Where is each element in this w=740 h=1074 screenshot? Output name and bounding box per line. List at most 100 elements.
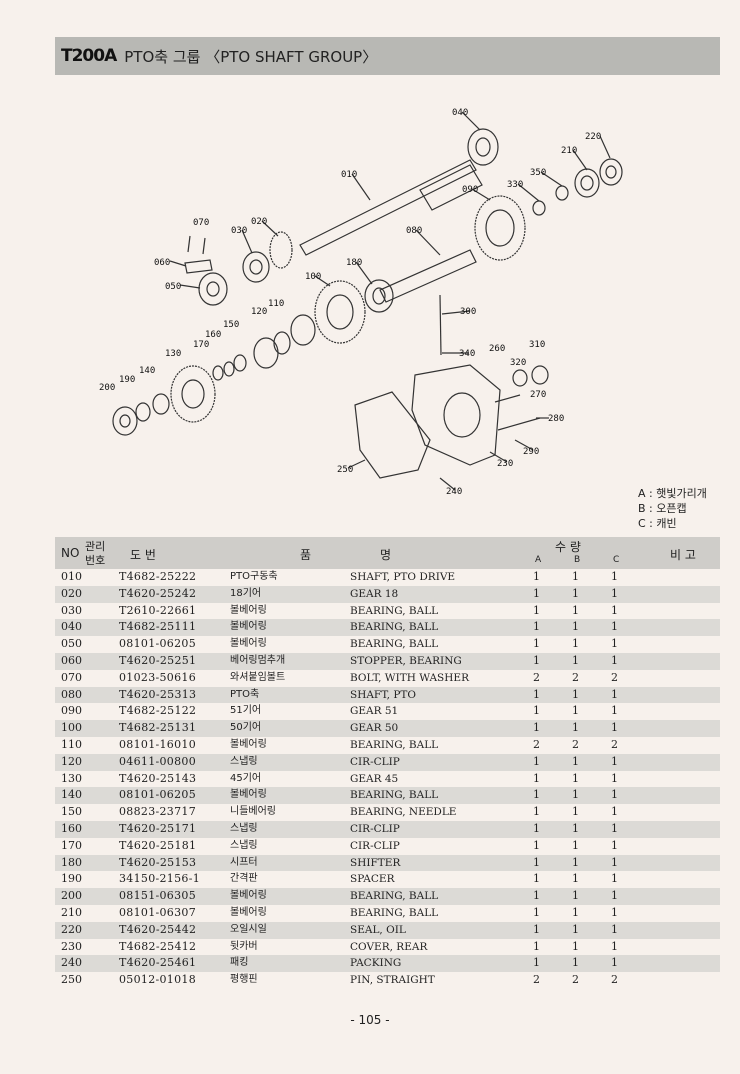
cell-no: 200 xyxy=(61,889,82,903)
stopper-060 xyxy=(184,259,213,274)
cell-name-en: SHIFTER xyxy=(350,856,401,869)
cell-qty-a: 1 xyxy=(533,821,540,835)
cell-name-en: SEAL, OIL xyxy=(350,923,406,936)
cell-no: 180 xyxy=(61,855,82,869)
cell-name-kr: 45기어 xyxy=(230,772,262,784)
cell-part-no: T4620-25143 xyxy=(119,771,197,785)
cell-qty-c: 1 xyxy=(611,805,618,819)
cell-part-no: 08101-06205 xyxy=(119,788,197,802)
cell-qty-a: 1 xyxy=(533,687,540,701)
cell-name-en: CIR-CLIP xyxy=(350,755,400,768)
cell-qty-c: 1 xyxy=(611,771,618,785)
legend-item-b: B : 오픈캡 xyxy=(638,502,687,515)
cell-qty-c: 1 xyxy=(611,754,618,768)
cell-qty-b: 2 xyxy=(572,973,579,987)
cell-name-kr: 18기어 xyxy=(230,587,262,599)
cell-qty-b: 1 xyxy=(572,687,579,701)
callout-label: 350 xyxy=(530,168,547,178)
cell-name-kr: 간격판 xyxy=(230,873,258,885)
gear-100 xyxy=(314,280,366,344)
cell-name-en: GEAR 45 xyxy=(350,772,399,785)
bolt-070a xyxy=(187,235,191,253)
cell-no: 060 xyxy=(61,653,82,667)
callout-label: 190 xyxy=(119,375,136,385)
parts-diagram-svg xyxy=(112,111,623,491)
cell-name-kr: 패킹 xyxy=(230,957,249,969)
cell-qty-b: 1 xyxy=(572,956,579,970)
bearing-210 xyxy=(574,168,600,198)
cell-qty-c: 1 xyxy=(611,838,618,852)
cell-no: 020 xyxy=(61,586,82,600)
header-remarks: 비 고 xyxy=(670,548,696,562)
cell-part-no: 08823-23717 xyxy=(119,805,197,819)
cell-qty-a: 1 xyxy=(533,889,540,903)
cell-part-no: 08101-16010 xyxy=(119,737,197,751)
cell-qty-a: 2 xyxy=(533,670,540,684)
cell-no: 220 xyxy=(61,922,82,936)
cell-no: 030 xyxy=(61,603,82,617)
header-no: NO xyxy=(61,546,80,560)
cell-part-no: 34150-2156-1 xyxy=(119,872,201,886)
bearing-140 xyxy=(152,393,170,415)
callout-label: 300 xyxy=(460,307,477,317)
callout-label: 340 xyxy=(459,349,476,359)
cell-part-no: 08101-06205 xyxy=(119,637,197,651)
cell-name-kr: 볼베어링 xyxy=(230,906,267,918)
cell-qty-a: 1 xyxy=(533,653,540,667)
cell-qty-c: 1 xyxy=(611,922,618,936)
cell-name-kr: 51기어 xyxy=(230,705,262,717)
header-mgmt-bottom: 번호 xyxy=(85,554,106,567)
cell-qty-c: 2 xyxy=(611,737,618,751)
callout-label: 210 xyxy=(561,146,578,156)
cell-name-en: SHAFT, PTO xyxy=(350,688,417,701)
cell-part-no: T4620-25181 xyxy=(119,838,197,852)
callout-label: 320 xyxy=(510,358,527,368)
callout-label: 220 xyxy=(585,132,602,142)
cell-qty-b: 1 xyxy=(572,788,579,802)
cell-qty-c: 2 xyxy=(611,973,618,987)
cell-qty-b: 1 xyxy=(572,889,579,903)
cell-qty-a: 1 xyxy=(533,586,540,600)
clip-160 xyxy=(223,361,235,377)
cell-part-no: T4620-25461 xyxy=(119,956,197,970)
cell-qty-a: 2 xyxy=(533,973,540,987)
cell-part-no: T4620-25442 xyxy=(119,922,197,936)
cell-no: 120 xyxy=(61,754,82,768)
callout-label: 100 xyxy=(305,272,322,282)
callout-label: 280 xyxy=(548,414,565,424)
cell-no: 250 xyxy=(61,973,82,987)
callout-label: 010 xyxy=(341,170,358,180)
cell-qty-a: 1 xyxy=(533,905,540,919)
cell-name-kr: 스냅링 xyxy=(230,839,258,851)
cell-qty-b: 1 xyxy=(572,754,579,768)
cell-qty-b: 1 xyxy=(572,905,579,919)
cell-name-en: BEARING, BALL xyxy=(350,906,439,919)
cell-name-en: PIN, STRAIGHT xyxy=(350,974,435,987)
cell-part-no: 01023-50616 xyxy=(119,670,197,684)
bearing-110a xyxy=(290,314,316,346)
cell-part-no: T4682-25412 xyxy=(119,939,197,953)
cell-part-no: T4620-25171 xyxy=(119,821,197,835)
cell-name-kr: 와셔붙임볼트 xyxy=(230,671,286,683)
cell-no: 210 xyxy=(61,905,82,919)
page-header: T200A PTO축 그룹 〈PTO SHAFT GROUP〉 xyxy=(55,37,720,75)
callout-label: 290 xyxy=(523,447,540,457)
cell-qty-c: 1 xyxy=(611,939,618,953)
callout-label: 110 xyxy=(268,299,285,309)
cell-name-kr: 뒷카버 xyxy=(230,940,258,952)
cell-qty-c: 1 xyxy=(611,704,618,718)
header-qty: 수 량 xyxy=(555,540,581,554)
header-name-part2: 명 xyxy=(380,548,392,562)
callout-label: 060 xyxy=(154,258,171,268)
cell-name-en: CIR-CLIP xyxy=(350,822,400,835)
